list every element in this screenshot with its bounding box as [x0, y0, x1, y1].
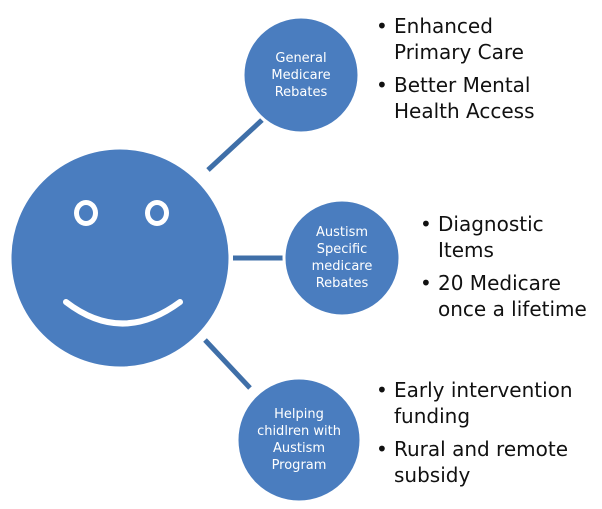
- smiley-left-pupil: [79, 205, 93, 221]
- bullet-item: Rural and remote subsidy: [376, 436, 598, 488]
- node-circle-autism: [282, 198, 402, 318]
- node-label-general: General Medicare Rebates: [271, 50, 331, 100]
- bullet-item: Better Mental Health Access: [376, 72, 596, 124]
- connector-helping: [203, 338, 252, 390]
- bullet-list-general: Enhanced Primary Care Better Mental Heal…: [376, 13, 596, 131]
- smiley-face: [8, 146, 232, 370]
- connector-general: [206, 118, 264, 172]
- node-label-autism: Austism Specific medicare Rebates: [311, 225, 373, 291]
- bullet-item: 20 Medicare once a lifetime: [420, 270, 600, 322]
- bullet-item: Early intervention funding: [376, 377, 598, 429]
- smiley-face-circle: [8, 146, 232, 370]
- node-circle-general: [241, 15, 361, 135]
- bullet-item: Enhanced Primary Care: [376, 13, 596, 65]
- bullet-list-autism: Diagnostic Items 20 Medicare once a life…: [420, 211, 600, 329]
- bullet-list-helping: Early intervention funding Rural and rem…: [376, 377, 598, 495]
- smiley-mouth: [63, 299, 183, 327]
- bullet-item: Diagnostic Items: [420, 211, 600, 263]
- node-label-helping: Helping chidlren with Austism Program: [257, 407, 341, 473]
- node-circle-helping: [235, 376, 363, 504]
- smiley-right-pupil: [150, 205, 164, 221]
